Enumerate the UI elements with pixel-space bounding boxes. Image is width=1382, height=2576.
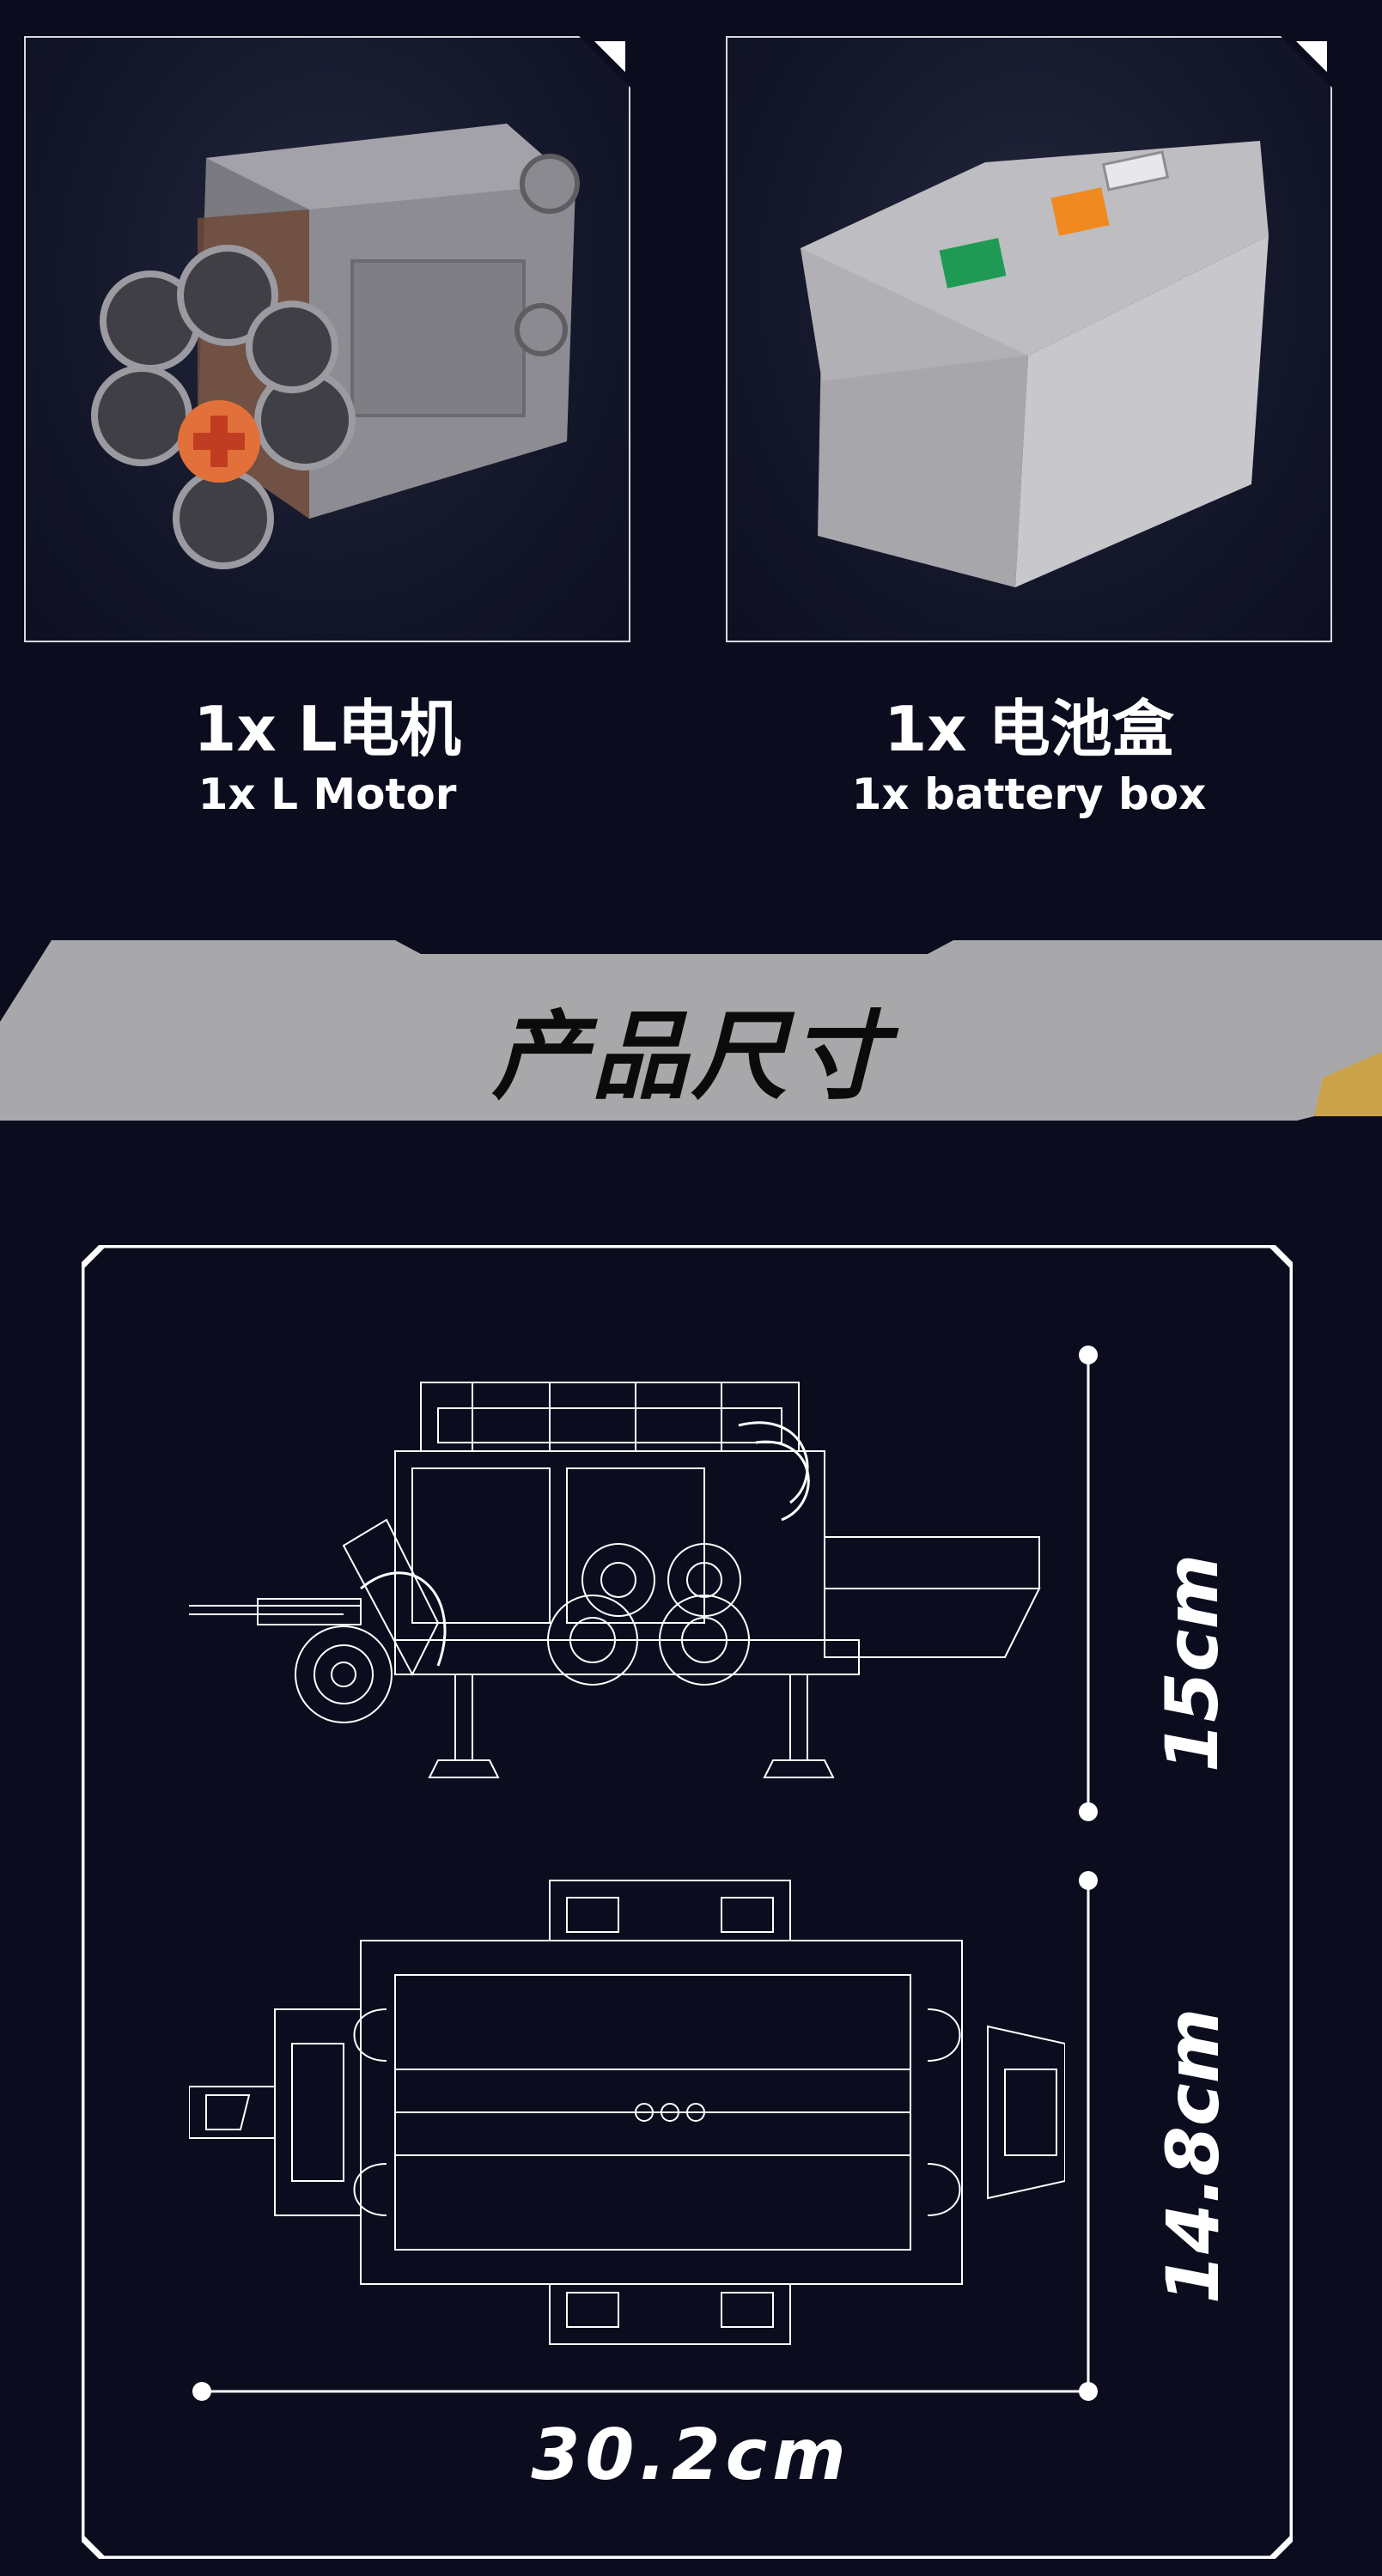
motor-label-cn: 1x L电机 <box>193 693 461 765</box>
corner-notch-icon <box>579 36 630 88</box>
l-motor-icon <box>91 124 580 569</box>
side-view-drawing <box>189 1382 1041 1778</box>
section-title: 产品尺寸 <box>491 1001 891 1113</box>
battery-label-cn: 1x 电池盒 <box>884 693 1174 765</box>
battery-label-en: 1x battery box <box>851 769 1207 819</box>
battery-image-panel <box>726 36 1332 642</box>
width-dimension: 30.2cm <box>531 2415 851 2496</box>
height-dimension-side: 15cm <box>1150 1553 1234 1773</box>
top-view-drawing <box>189 1880 1065 2345</box>
height-dimension-top: 14.8cm <box>1151 2008 1235 2305</box>
section-banner <box>0 940 1382 1121</box>
motor-label-en: 1x L Motor <box>198 769 457 819</box>
battery-box-icon <box>801 141 1269 587</box>
motor-image-panel <box>24 36 630 642</box>
dimension-frame <box>82 1245 1293 2559</box>
corner-notch-icon <box>1281 36 1332 88</box>
